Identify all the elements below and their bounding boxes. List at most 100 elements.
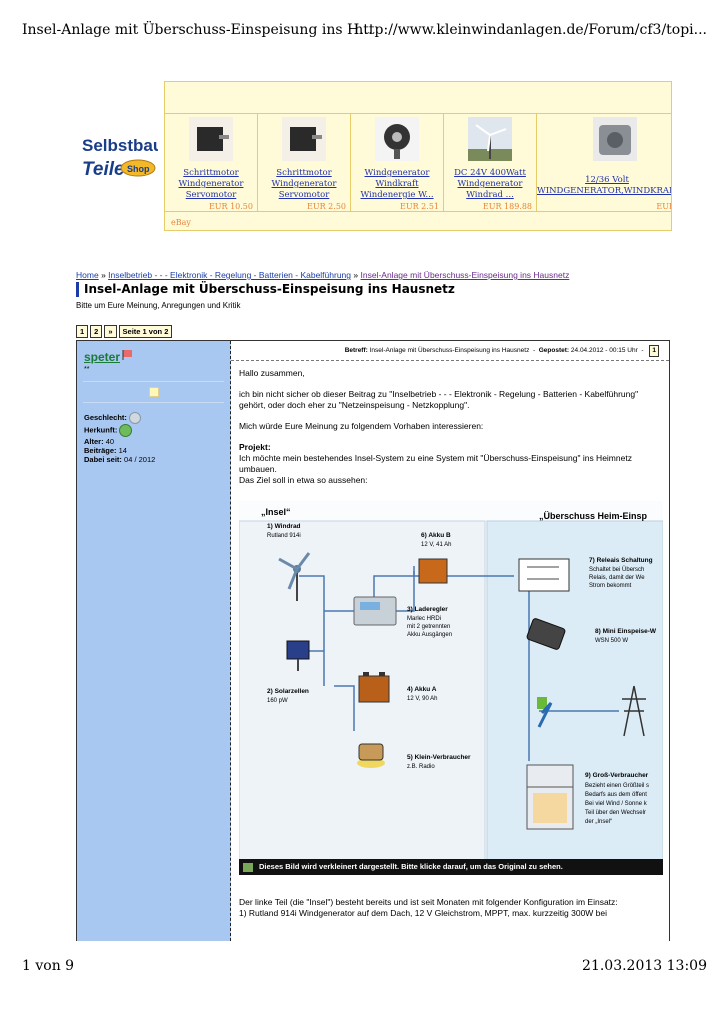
windrad-icon bbox=[278, 552, 311, 601]
post-author-panel: speter ** Geschlecht: Herkunft: Alter: 4… bbox=[77, 341, 231, 941]
post-paragraph: Der linke Teil (die "Insel") besteht ber… bbox=[239, 897, 618, 907]
ad-title-line[interactable]: Schrittmotor bbox=[276, 168, 332, 178]
print-header: Insel-Anlage mit Überschuss-Einspeisung … bbox=[22, 22, 707, 42]
post-body-continued: Der linke Teil (die "Insel") besteht ber… bbox=[239, 897, 663, 919]
breadcrumb-sep: » bbox=[101, 270, 106, 280]
print-url: http://www.kleinwindanlagen.de/Forum/cf3… bbox=[354, 22, 707, 38]
ad-title-line[interactable]: Windgenerator bbox=[457, 179, 523, 189]
power-pylon-icon bbox=[622, 685, 646, 737]
node-6-title: 6) Akku B bbox=[421, 532, 451, 539]
wind-generator-image bbox=[375, 117, 419, 161]
node-4-sub: 12 V, 90 Ah bbox=[407, 696, 437, 702]
node-7-sub: Schaltet bei Übersch bbox=[589, 566, 644, 573]
image-resized-banner[interactable]: Dieses Bild wird verkleinert dargestellt… bbox=[239, 859, 663, 875]
page-2-link[interactable]: 2 bbox=[90, 325, 103, 338]
next-page-link[interactable]: » bbox=[104, 325, 117, 338]
ad-header bbox=[165, 82, 671, 114]
ad-title-line[interactable]: Windgenerator bbox=[271, 179, 337, 189]
user-status-icon bbox=[122, 350, 132, 360]
breadcrumb: Home » Inselbetrieb - - - Elektronik - R… bbox=[76, 270, 569, 280]
ad-title-line[interactable]: Windkraft bbox=[375, 179, 419, 189]
breadcrumb-current[interactable]: Insel-Anlage mit Überschuss-Einspeisung … bbox=[360, 270, 570, 280]
node-3-sub: Marlec HRDi bbox=[407, 616, 441, 622]
node-9-sub: Bezieht einen Größteil s bbox=[585, 783, 649, 789]
meta-sep: - bbox=[532, 347, 536, 354]
node-3-sub: Akku Ausgängen bbox=[407, 632, 452, 638]
relay-icon bbox=[518, 558, 570, 592]
print-page-number: 1 von 9 bbox=[22, 958, 75, 974]
node-4-title: 4) Akku A bbox=[407, 686, 437, 693]
ad-title-line[interactable]: Servomotor bbox=[185, 190, 237, 200]
logo-line2: Teile bbox=[82, 159, 125, 180]
node-7-sub: Relais, damit der We bbox=[589, 575, 645, 581]
ad-title-line[interactable]: Windrad ... bbox=[466, 190, 514, 200]
print-page-title: Insel-Anlage mit Überschuss-Einspeisung … bbox=[22, 22, 373, 38]
breadcrumb-category[interactable]: Inselbetrieb - - - Elektronik - Regelung… bbox=[108, 270, 352, 280]
author-info: Geschlecht: Herkunft: Alter: 40 Beiträge… bbox=[84, 412, 155, 464]
node-3-title: 3) Laderegler bbox=[407, 606, 448, 613]
node-9-sub: Bei viel Wind / Sonne k bbox=[585, 801, 648, 807]
node-6-sub: 12 V, 41 Ah bbox=[421, 542, 451, 548]
divider bbox=[83, 402, 224, 403]
post-body: Hallo zusammen, ich bin nicht sicher ob … bbox=[239, 368, 663, 496]
generator-image bbox=[593, 117, 637, 161]
forum-post: speter ** Geschlecht: Herkunft: Alter: 4… bbox=[76, 340, 670, 941]
refrigerator-icon bbox=[526, 764, 574, 830]
banner-text[interactable]: Dieses Bild wird verkleinert dargestellt… bbox=[259, 862, 563, 871]
post-paragraph: Das Ziel soll in etwa so aussehen: bbox=[239, 475, 368, 485]
subject-label: Betreff: bbox=[344, 347, 368, 354]
ad-title-line[interactable]: DC 24V 400Watt bbox=[454, 168, 526, 178]
battery-b-icon bbox=[418, 558, 448, 584]
breadcrumb-sep: » bbox=[353, 270, 359, 280]
page-1-link[interactable]: 1 bbox=[76, 325, 89, 338]
ad-title-line[interactable]: Schrittmotor bbox=[183, 168, 239, 178]
node-9-title: 9) Groß-Verbraucher bbox=[585, 772, 649, 779]
node-5-title: 5) Klein-Verbraucher bbox=[407, 754, 471, 761]
topic-title: Insel-Anlage mit Überschuss-Einspeisung … bbox=[76, 282, 455, 297]
ad-source[interactable]: eBay bbox=[171, 218, 191, 227]
node-9-sub: Teil über den Wechselr bbox=[585, 810, 646, 816]
node-9-sub: der „Insel“ bbox=[585, 819, 612, 825]
selbstbau-teile-logo[interactable]: Selbstbau Teile Shop bbox=[80, 131, 158, 183]
node-3-sub: mit 2 getrennten bbox=[407, 624, 450, 630]
post-meta: Betreff: Insel-Anlage mit Überschuss-Ein… bbox=[345, 345, 659, 357]
topic-subtitle: Bitte um Eure Meinung, Anregungen und Kr… bbox=[76, 301, 241, 310]
author-name[interactable]: speter bbox=[84, 350, 121, 364]
gender-icon bbox=[129, 412, 142, 424]
post-paragraph: Mich würde Eure Meinung zu folgendem Vor… bbox=[239, 421, 484, 431]
post-subject: Insel-Anlage mit Überschuss-Einspeisung … bbox=[369, 347, 530, 354]
ad-title-line[interactable]: WINDGENERATOR,WINDKRAFT bbox=[537, 186, 672, 196]
post-content: Betreff: Insel-Anlage mit Überschuss-Ein… bbox=[231, 341, 669, 941]
ad-title-line[interactable]: Servomotor bbox=[278, 190, 330, 200]
divider bbox=[83, 381, 224, 382]
post-paragraph: 1) Rutland 914i Windgenerator auf dem Da… bbox=[239, 908, 608, 918]
radio-icon bbox=[357, 743, 385, 768]
ad-price: EUR 189.88 bbox=[482, 202, 532, 211]
author-rank-stars: ** bbox=[84, 366, 90, 373]
diagram-right-title: „Überschuss Heim-Einsp bbox=[539, 511, 648, 521]
system-diagram[interactable]: „Insel“ „Überschuss Heim-Einsp bbox=[239, 501, 663, 869]
diagram-left-title: „Insel“ bbox=[261, 507, 291, 517]
node-2-sub: 160 pW bbox=[267, 698, 288, 704]
post-number[interactable]: 1 bbox=[649, 345, 659, 357]
node-9-sub: Bedarfs aus dem öffent bbox=[585, 792, 647, 798]
inverter-icon bbox=[526, 618, 566, 650]
ad-title-line[interactable]: 12/36 Volt bbox=[585, 175, 629, 185]
ad-title-line[interactable]: Windgenerator bbox=[364, 168, 430, 178]
node-7-title: 7) Releais Schaltung bbox=[589, 557, 653, 564]
post-date: 24.04.2012 - 00:15 Uhr bbox=[570, 347, 638, 354]
breadcrumb-home[interactable]: Home bbox=[76, 270, 99, 280]
node-1-sub: Rutland 914i bbox=[267, 533, 301, 539]
member-since-label: Dabei seit: bbox=[84, 455, 122, 464]
post-paragraph: ich bin nicht sicher ob dieser Beitrag z… bbox=[239, 389, 639, 410]
age-label: Alter: bbox=[84, 437, 104, 446]
ad-title-line[interactable]: Windgenerator bbox=[178, 179, 244, 189]
posted-label: Gepostet: bbox=[538, 347, 570, 354]
ad-title-line[interactable]: Windenergie W... bbox=[360, 190, 434, 200]
